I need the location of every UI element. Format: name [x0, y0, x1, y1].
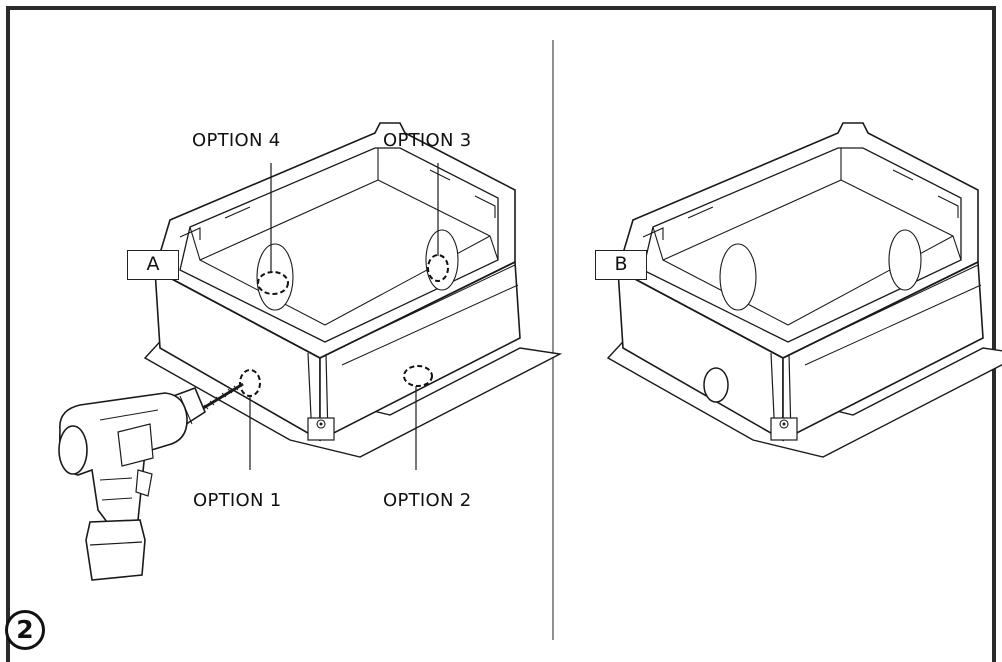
leader-lines	[249, 163, 439, 470]
step-number-badge: 2	[5, 610, 45, 650]
junction-box-icon	[607, 122, 1002, 458]
panel-b-label: B	[595, 250, 647, 280]
power-drill-icon	[58, 382, 244, 581]
option-4-label: OPTION 4	[192, 130, 281, 151]
option-2-label: OPTION 2	[383, 490, 472, 511]
option-3-label: OPTION 3	[383, 130, 472, 151]
frame-border	[6, 6, 996, 662]
panel-a-label: A	[127, 250, 179, 280]
option-1-label: OPTION 1	[193, 490, 282, 511]
